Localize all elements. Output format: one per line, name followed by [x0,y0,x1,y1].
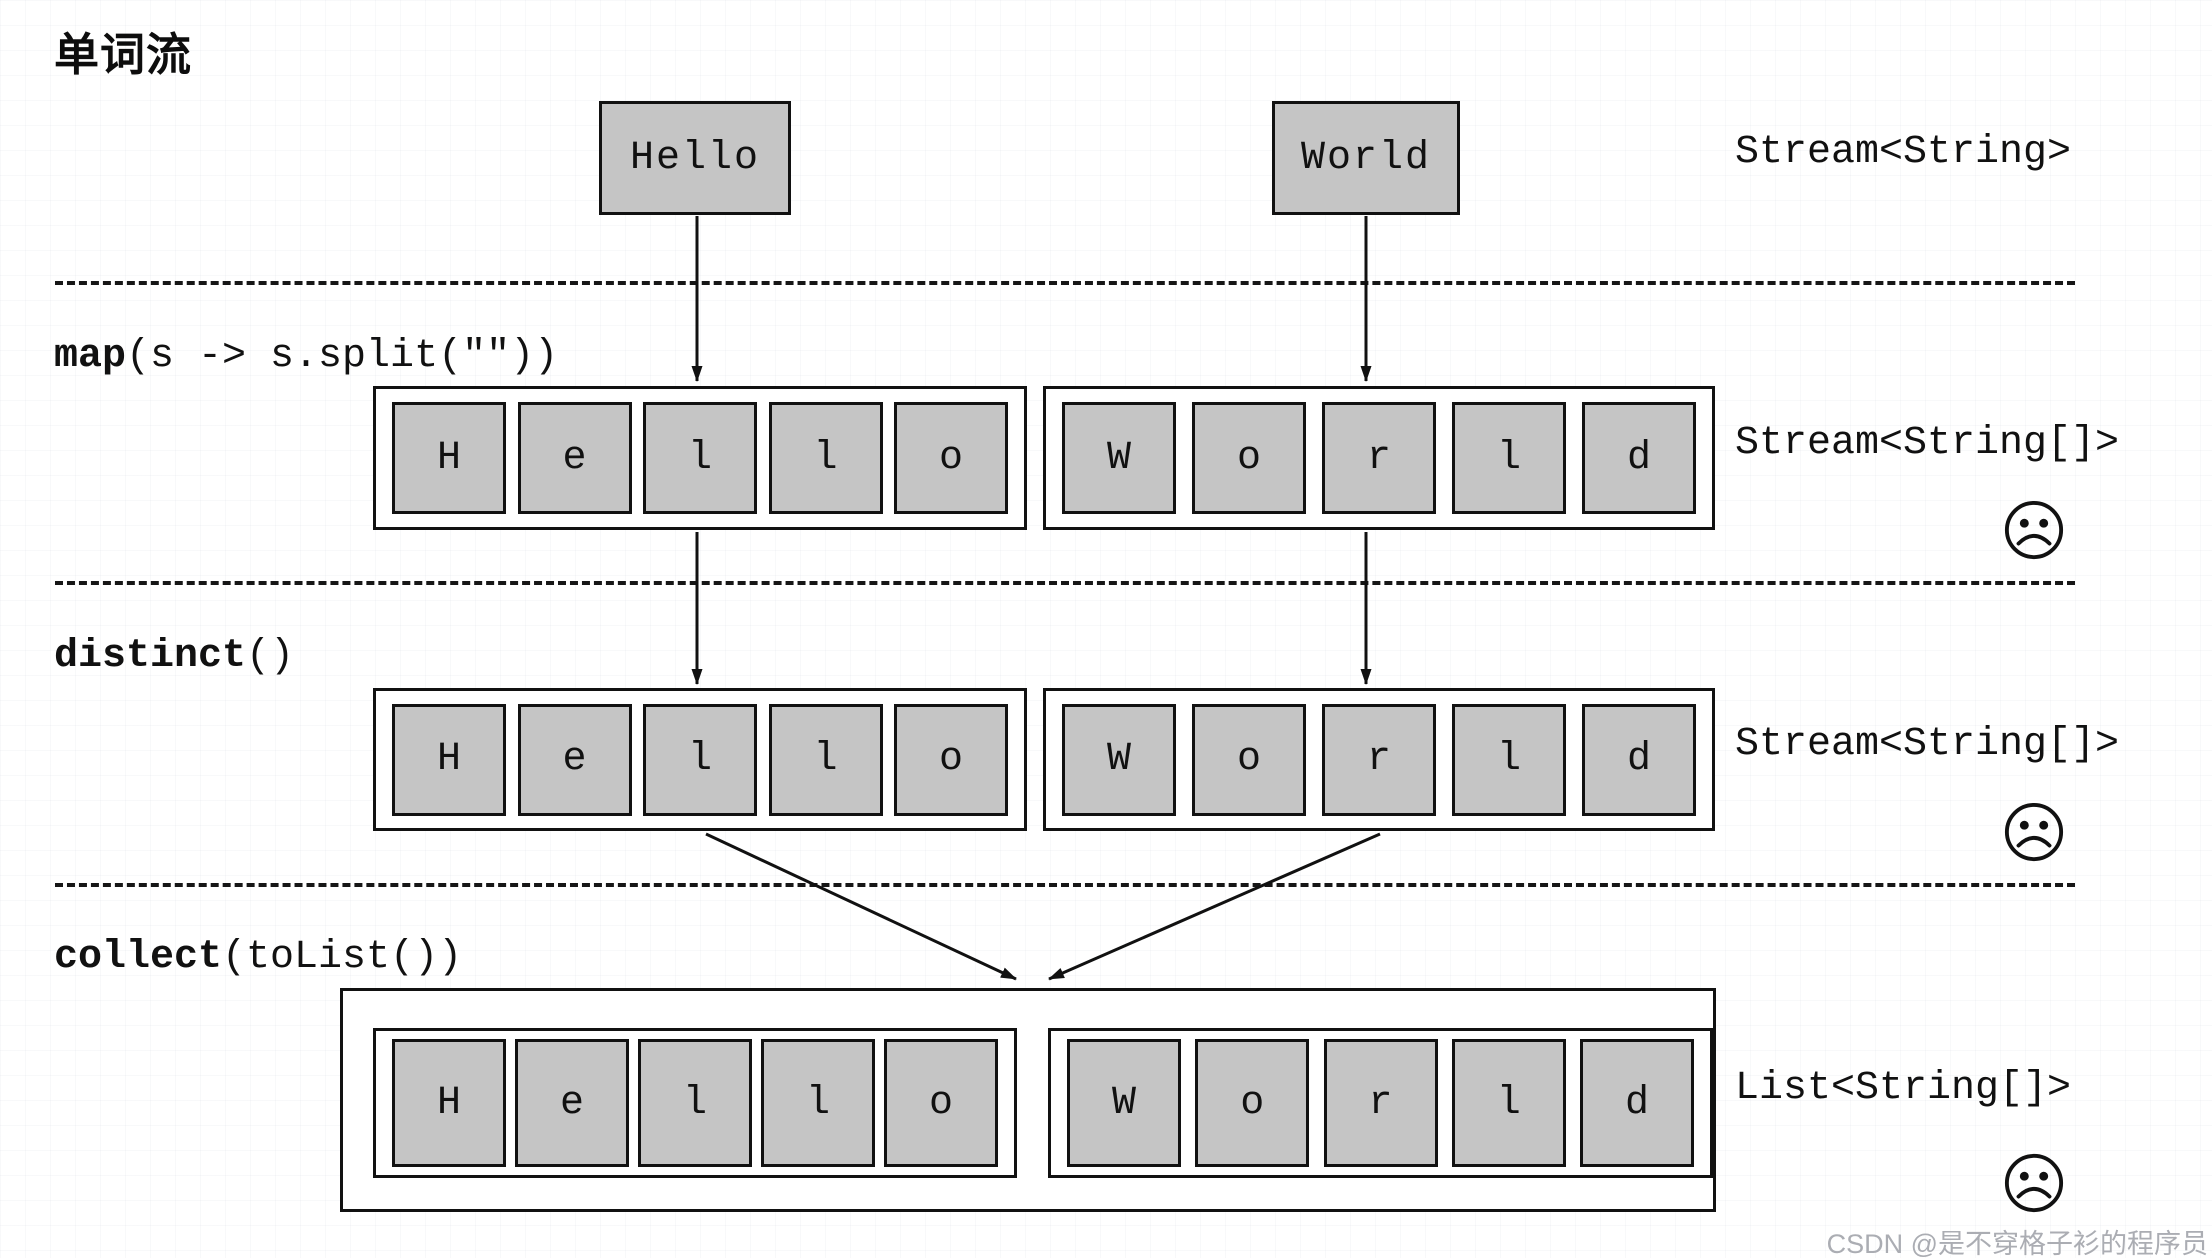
array-cell: l [768,402,883,514]
array-cell: o [1192,703,1306,816]
array-cell: o [1195,1039,1310,1167]
cell-letter: l [1496,1080,1521,1126]
sad-face-icon [2004,500,2064,560]
cell-letter: o [1236,435,1261,481]
stage-separator-2 [55,581,2075,585]
array-cell: l [643,703,757,816]
op-name-collect: collect [54,935,223,980]
cell-letter: H [436,737,461,782]
collect-array-world: W o r l d [1048,1028,1713,1178]
cell-letter: W [1111,1080,1136,1126]
array-cell: H [392,1039,506,1167]
array-cell: d [1582,703,1696,816]
op-args-distinct: () [246,634,295,679]
cell-letter: o [938,435,963,481]
array-cell: o [894,402,1008,514]
cell-letter: W [1106,435,1131,481]
cell-letter: o [938,737,963,782]
source-box-world: World [1272,101,1460,215]
op-label-map: map(s -> s.split("")) [54,334,558,379]
type-label-stream-string-array-2: Stream<String[]> [1735,722,2120,767]
array-cell: W [1062,402,1176,514]
op-name-map: map [54,334,127,379]
array-cell: l [643,402,757,514]
cell-letter: d [1626,737,1651,782]
array-cell: l [761,1039,875,1167]
array-cell: l [638,1039,752,1167]
array-cell: H [392,703,506,816]
arrow-distinct-to-collect-right [1048,832,1381,981]
stage-separator-1 [55,281,2075,285]
cell-letter: o [928,1080,953,1126]
array-cell: W [1067,1039,1181,1167]
sad-face-icon [2004,802,2064,862]
cell-letter: l [805,1080,830,1126]
cell-letter: o [1236,737,1261,782]
array-cell: o [894,703,1008,816]
distinct-array-hello: H e l l o [373,688,1027,831]
cell-letter: e [562,435,587,481]
type-label-stream-string-array-1: Stream<String[]> [1735,421,2120,466]
cell-letter: l [813,737,838,782]
cell-letter: o [1240,1080,1265,1126]
cell-letter: l [813,435,838,481]
op-args-collect: (toList()) [222,935,463,980]
arrow-distinct-to-collect-left [705,832,1017,981]
op-label-distinct: distinct() [54,634,294,679]
cell-letter: l [687,737,712,782]
cell-letter: d [1624,1080,1649,1126]
collect-array-hello: H e l l o [373,1028,1017,1178]
distinct-array-world: W o r l d [1043,688,1715,831]
source-box-hello-label: Hello [629,135,761,181]
cell-letter: e [562,737,587,782]
array-cell: e [517,703,632,816]
array-cell: e [515,1039,629,1167]
op-name-distinct: distinct [54,634,247,679]
source-box-hello: Hello [599,101,791,215]
array-cell: l [768,703,883,816]
cell-letter: l [682,1080,707,1126]
sad-face-icon [2004,1153,2064,1213]
map-array-hello: H e l l o [373,386,1027,530]
array-cell: l [1452,703,1566,816]
array-cell: r [1322,402,1436,514]
array-cell: H [392,402,506,514]
cell-letter: W [1106,737,1131,782]
array-cell: e [517,402,632,514]
array-cell: d [1582,402,1696,514]
watermark: CSDN @是不穿格子衫的程序员 [1826,1229,2208,1258]
cell-letter: r [1368,1080,1393,1126]
cell-letter: r [1366,435,1391,481]
cell-letter: l [1496,435,1521,481]
map-array-world: W o r l d [1043,386,1715,530]
array-cell: l [1451,1039,1566,1167]
array-cell: d [1580,1039,1694,1167]
cell-letter: H [436,1080,461,1126]
array-cell: o [1192,402,1306,514]
array-cell: l [1452,402,1566,514]
array-cell: r [1322,703,1436,816]
array-cell: W [1062,703,1176,816]
array-cell: o [884,1039,998,1167]
page-title: 单词流 [54,29,193,80]
cell-letter: H [436,435,461,481]
cell-letter: e [559,1080,584,1126]
cell-letter: r [1366,737,1391,782]
source-box-world-label: World [1300,135,1432,181]
op-label-collect: collect(toList()) [54,935,462,980]
cell-letter: l [1496,737,1521,782]
cell-letter: d [1626,435,1651,481]
type-label-list-string-array: List<String[]> [1735,1066,2072,1111]
cell-letter: l [687,435,712,481]
type-label-stream-string: Stream<String> [1735,130,2072,175]
stage-separator-3 [55,883,2075,887]
op-args-map: (s -> s.split("")) [126,334,559,379]
array-cell: r [1323,1039,1438,1167]
